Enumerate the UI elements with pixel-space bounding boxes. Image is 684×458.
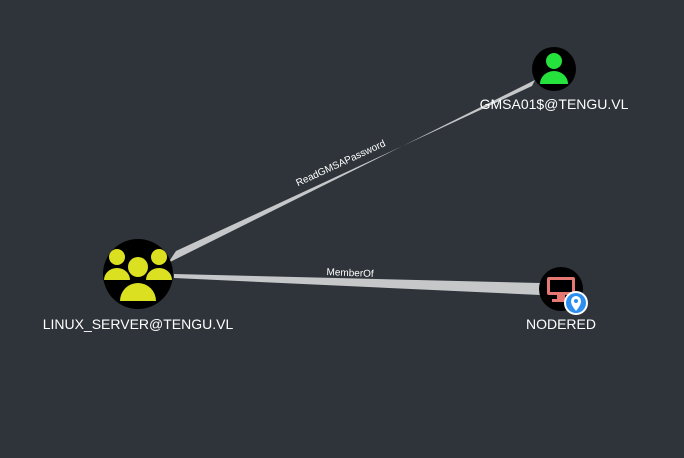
node-label: GMSA01$@TENGU.VL (480, 96, 629, 112)
edge-label-memberof: MemberOf (326, 267, 374, 280)
node-label: NODERED (526, 316, 596, 332)
edge-memberof[interactable]: MemberOf (174, 267, 540, 295)
edge-line (168, 80, 535, 263)
edge-line (174, 274, 540, 295)
node-gmsa01[interactable]: GMSA01$@TENGU.VL (480, 47, 629, 112)
location-pin-icon (564, 291, 588, 315)
node-nodered[interactable]: NODERED (526, 267, 596, 332)
computer-icon (547, 277, 575, 302)
user-icon (540, 53, 568, 84)
group-icon (104, 249, 172, 301)
node-linux-server[interactable]: LINUX_SERVER@TENGU.VL (43, 239, 234, 332)
node-label: LINUX_SERVER@TENGU.VL (43, 316, 234, 332)
